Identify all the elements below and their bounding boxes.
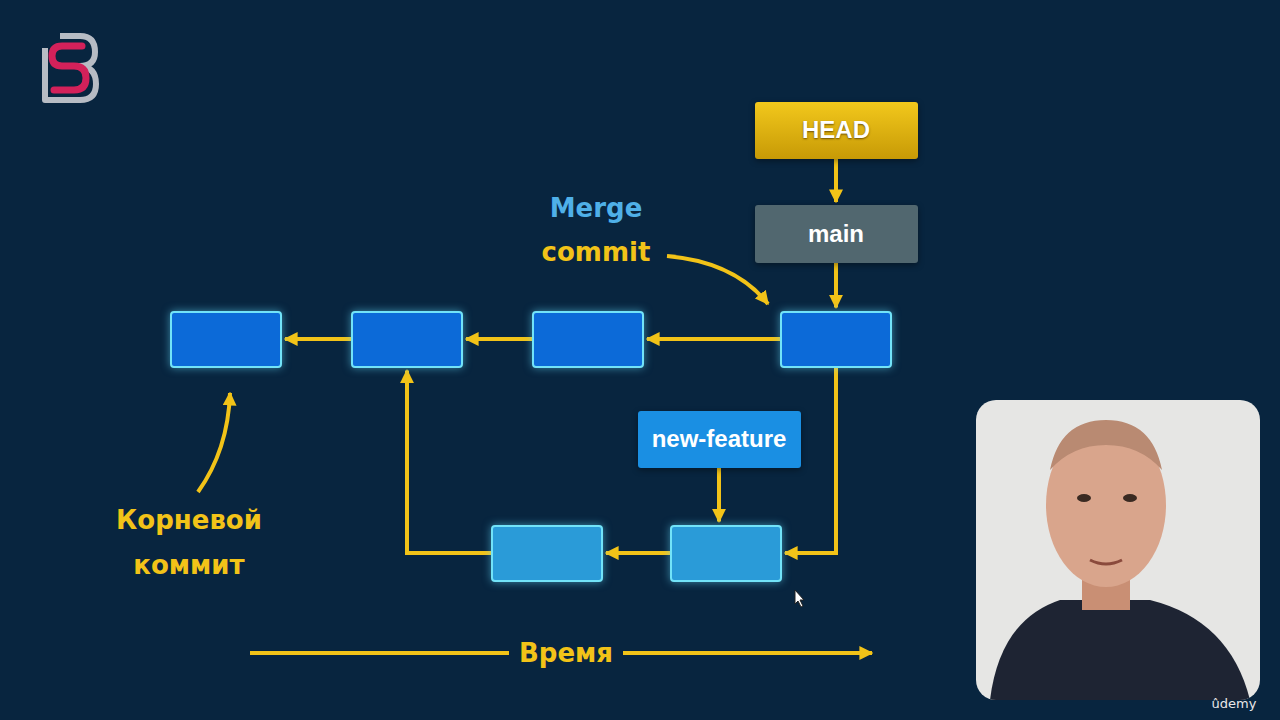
commit-box bbox=[170, 311, 282, 368]
connector-arrow bbox=[285, 337, 351, 341]
node-label: new-feature bbox=[652, 425, 787, 453]
callout-label: Merge commit bbox=[542, 186, 651, 274]
branch-label: main bbox=[755, 205, 918, 263]
node-label: main bbox=[808, 220, 864, 248]
commit-box bbox=[532, 311, 644, 368]
connector-arrow bbox=[606, 551, 670, 555]
mouse-cursor bbox=[795, 590, 804, 607]
presenter-video bbox=[976, 400, 1260, 700]
logo bbox=[45, 36, 96, 100]
merge-commit-box bbox=[780, 311, 892, 368]
time-label: Время bbox=[509, 636, 623, 670]
connector-arrow bbox=[717, 468, 721, 522]
leader-arrow bbox=[198, 393, 230, 492]
feature-commit-box bbox=[670, 525, 782, 582]
head-pointer: HEAD bbox=[755, 102, 918, 159]
commit-box bbox=[351, 311, 463, 368]
connector-arrow bbox=[466, 337, 532, 341]
branch-label: new-feature bbox=[638, 411, 801, 468]
feature-commit-box bbox=[491, 525, 603, 582]
callout-label: Корневой коммит bbox=[116, 498, 262, 588]
node-label: HEAD bbox=[802, 116, 870, 144]
connector-arrow bbox=[647, 337, 780, 341]
connector-arrow bbox=[834, 263, 838, 308]
leader-arrow bbox=[667, 256, 768, 304]
connector-arrow bbox=[834, 159, 838, 203]
watermark: ûdemy bbox=[1212, 696, 1257, 712]
connector-arrow bbox=[407, 371, 491, 554]
